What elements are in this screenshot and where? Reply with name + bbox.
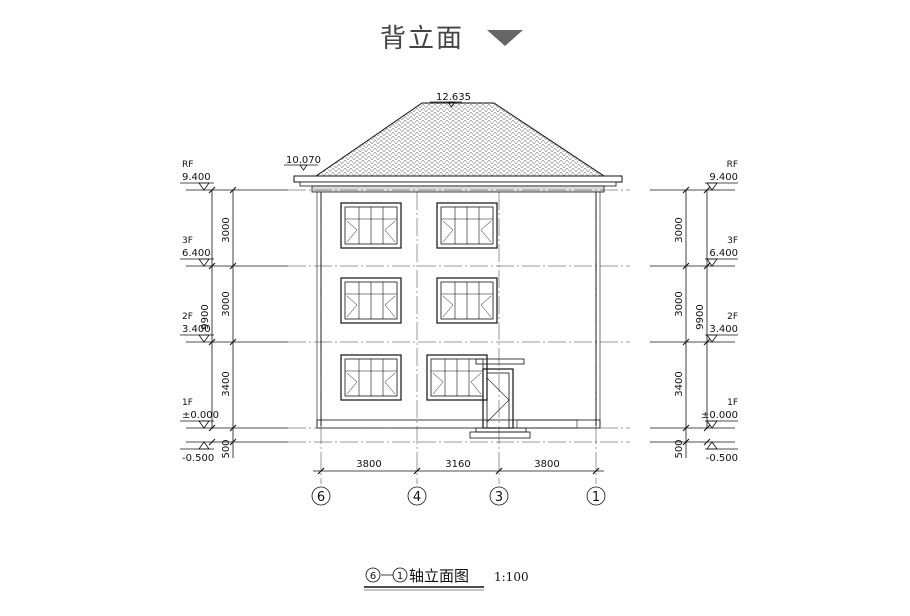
axis-bubble: 4: [407, 486, 427, 506]
window: [436, 277, 498, 324]
axis-label: 4: [413, 490, 421, 505]
dim-total-right: 9900: [695, 304, 706, 329]
level-name: 1F: [727, 398, 738, 408]
dim-total-left: 9900: [200, 304, 211, 329]
drawing-caption: 6 1 轴立面图 1:100: [364, 567, 529, 591]
level-value: -0.500: [182, 453, 214, 464]
level-marker: -0.500: [682, 438, 738, 464]
dim-base-right: 500: [674, 439, 685, 458]
caption-to-axis: 1: [397, 571, 403, 582]
window: [340, 277, 402, 324]
level-marker: 1F ±0.000: [682, 398, 738, 432]
window: [340, 202, 402, 249]
level-marker: 2F 3.400: [682, 312, 738, 346]
dim-4-3: 3160: [445, 459, 470, 470]
axis-bubble: 1: [586, 486, 606, 506]
vertical-dimension-texts: 3000 3000 3400 500 9900 3000 3000 3400 5…: [200, 217, 706, 458]
level-marker: 1F ±0.000: [180, 398, 237, 432]
level-name: 3F: [727, 236, 738, 246]
level-value: 6.400: [709, 248, 738, 259]
caption-from-axis: 6: [370, 571, 376, 582]
ridge-label: 12.635: [430, 92, 471, 108]
dim-6-4: 3800: [356, 459, 381, 470]
level-lines: [186, 189, 735, 443]
page-title: 背立面: [380, 24, 465, 54]
dim-1f: 3400: [221, 371, 232, 396]
level-name: 2F: [727, 312, 738, 322]
axis-bubble: 3: [489, 486, 509, 506]
window: [426, 354, 488, 401]
roof: [293, 102, 623, 193]
axis-bubble: 6: [311, 486, 331, 506]
ridge-level-text: 12.635: [436, 92, 471, 103]
axis-label: 3: [495, 490, 503, 505]
level-marker: 3F 6.400: [180, 236, 237, 270]
axis-label: 1: [592, 490, 600, 505]
dim-2f: 3000: [221, 291, 232, 316]
level-marker: RF 9.400: [682, 160, 738, 194]
dim-3f-right: 3000: [674, 217, 685, 242]
axis-bubbles: 6 4 3 1: [311, 486, 606, 506]
window: [436, 202, 498, 249]
level-name: RF: [182, 160, 193, 170]
level-name: 1F: [182, 398, 193, 408]
level-value: 6.400: [182, 248, 211, 259]
dim-2f-right: 3000: [674, 291, 685, 316]
level-markers: RF 9.400 3F 6.400 2F 3.400 1F ±0.000 -0.500 RF 9.4…: [180, 160, 738, 464]
left-dimension-chain: [211, 190, 708, 458]
level-name: 3F: [182, 236, 193, 246]
dim-3f: 3000: [221, 217, 232, 242]
horizontal-dimension-chain: 3800 3160 3800: [313, 459, 604, 472]
level-marker: 3F 6.400: [682, 236, 738, 270]
level-value: 3.400: [709, 324, 738, 335]
level-marker: RF 9.400: [180, 160, 237, 194]
dim-base: 500: [221, 439, 232, 458]
triangle-down-icon: [487, 30, 523, 46]
building-wall: [316, 192, 601, 439]
level-value: 3.400: [182, 324, 211, 335]
dim-1f-right: 3400: [674, 371, 685, 396]
level-value: 9.400: [182, 172, 211, 183]
eave-level-text: 10.070: [286, 155, 321, 166]
level-value: -0.500: [706, 453, 738, 464]
eave-label: 10.070: [284, 155, 321, 171]
level-name: RF: [727, 160, 738, 170]
axis-label: 6: [317, 490, 325, 505]
dim-3-1: 3800: [534, 459, 559, 470]
caption-title: 轴立面图: [409, 567, 469, 585]
caption-scale: 1:100: [494, 570, 529, 584]
level-marker: -0.500: [180, 438, 237, 464]
level-marker: 2F 3.400: [180, 312, 237, 346]
level-value: 9.400: [709, 172, 738, 183]
axis-lines: [317, 192, 600, 484]
level-name: 2F: [182, 312, 193, 322]
windows: [340, 202, 498, 401]
level-value: ±0.000: [701, 410, 738, 421]
window: [340, 354, 402, 401]
level-value: ±0.000: [182, 410, 219, 421]
